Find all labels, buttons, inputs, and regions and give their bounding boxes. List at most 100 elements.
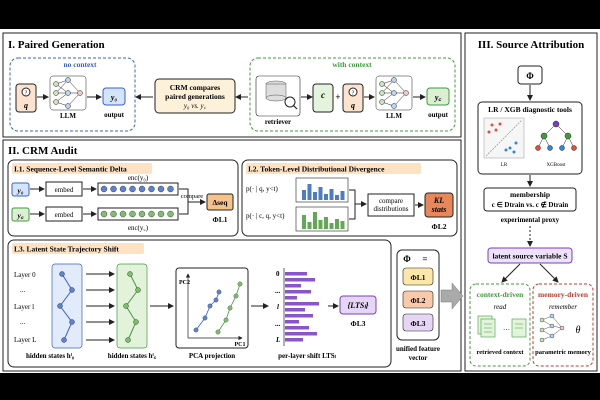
token-bar xyxy=(335,195,339,200)
crm-line1: CRM compares xyxy=(170,83,221,92)
layer-label-L: Layer L xyxy=(14,336,36,344)
document-stack-icon: … xyxy=(477,315,527,338)
output-y0 xyxy=(102,87,126,106)
l1-title-bg xyxy=(12,163,152,174)
embedding-dot xyxy=(138,210,146,218)
l1-yc-chip xyxy=(11,207,30,222)
l1-yc: y꜀ xyxy=(17,211,24,220)
pca-label: PCA projection xyxy=(189,352,235,360)
embed-label-yc: embed xyxy=(55,211,74,219)
unified-phi2: ΦL2 xyxy=(411,296,426,305)
l2-title: I.2. Token-Level Distributional Divergen… xyxy=(248,165,385,174)
token-bar xyxy=(307,222,312,229)
shift-bar xyxy=(285,326,309,330)
compare-distributions-box xyxy=(367,193,415,217)
embedding-vector-y0 xyxy=(97,182,179,196)
latent-source-variable-label: latent source variable S xyxy=(492,252,567,261)
per-layer-shift-chart: 0 ... l ... L xyxy=(275,268,319,346)
section-title-paired: I. Paired Generation xyxy=(8,39,105,51)
attribution-phi: Φ xyxy=(526,71,534,81)
l3-title-bg xyxy=(12,243,144,254)
phi-l3-label: ΦL3 xyxy=(351,319,366,328)
retrieved-context-label: retrieved context xyxy=(477,349,525,356)
l3-box xyxy=(7,239,392,368)
token-bar xyxy=(324,194,328,200)
token-bar xyxy=(324,217,328,229)
embedding-dot xyxy=(148,210,155,218)
l1-box xyxy=(7,159,239,237)
l2-title-bg xyxy=(246,163,421,174)
enc-y0-label: enc(y₀) xyxy=(128,174,149,182)
context-driven-label: context-driven xyxy=(477,290,524,299)
shift-label-l: l xyxy=(277,303,279,311)
output-label: output xyxy=(104,111,125,119)
lr-label: LR xyxy=(501,163,508,168)
context-card xyxy=(312,83,334,113)
phi-l1-label: ΦL1 xyxy=(213,215,228,224)
shift-bar xyxy=(285,338,303,342)
l3-title: L3. Latent State Trajectory Shift xyxy=(14,245,119,254)
embedding-dot xyxy=(100,185,108,193)
embedding-dot xyxy=(157,210,165,218)
hidden-states-h0-column xyxy=(51,263,83,349)
llm-network-icon xyxy=(49,75,87,111)
embedding-dot xyxy=(167,185,174,193)
llm-label-context: LLM xyxy=(386,112,402,120)
unified-eq: = xyxy=(422,254,427,264)
crm-line2: paired generations xyxy=(165,92,225,101)
svg-text:?: ? xyxy=(25,91,28,97)
kl-label: KL xyxy=(433,196,444,205)
query-card-context xyxy=(342,83,364,113)
output-label-context: output xyxy=(428,111,449,119)
unified-phi3: ΦL3 xyxy=(411,319,426,328)
read-label: read xyxy=(494,303,507,311)
token-bar xyxy=(335,219,339,229)
xgb-tree-icon xyxy=(535,120,577,151)
shift-label-dots2: ... xyxy=(275,320,281,328)
shift-bar xyxy=(285,302,319,306)
embedding-dot xyxy=(110,210,117,218)
embedding-dots-yc xyxy=(100,210,174,218)
trajectory-points-hc xyxy=(123,271,141,343)
yc-label: y꜀ xyxy=(434,93,443,102)
layer-label-dots2: ... xyxy=(20,318,26,326)
shift-bar xyxy=(285,290,311,294)
phi-l1-chip xyxy=(402,267,434,286)
phi-l2-label: ΦL2 xyxy=(432,222,447,231)
unified-label-line1: unified feature xyxy=(396,345,440,353)
shift-bar xyxy=(285,278,315,282)
embed-box-yc xyxy=(45,206,83,222)
layer-label-l: Layer l xyxy=(14,303,34,311)
layer-label-0: Layer 0 xyxy=(14,271,36,279)
llm-label: LLM xyxy=(60,112,76,120)
y0-label: y₀ xyxy=(110,93,118,102)
pca-points-h0 xyxy=(193,289,222,333)
plus-sign: + xyxy=(335,92,340,102)
attribution-phi-box xyxy=(517,65,543,85)
pc1-axis-label: PC1 xyxy=(235,342,246,348)
embed-label-y0: embed xyxy=(55,186,74,194)
token-bar xyxy=(302,215,306,229)
section-title-crm: II. CRM Audit xyxy=(8,145,78,157)
compare-label-l1: compare xyxy=(181,193,203,200)
trajectory-points-h0 xyxy=(57,271,75,343)
embedding-dot xyxy=(119,185,127,193)
section-title-attribution: III. Source Attribution xyxy=(478,39,584,51)
question-icon xyxy=(21,87,31,97)
memory-driven-label: memory-driven xyxy=(538,290,589,299)
lr-scatter-points xyxy=(487,122,518,154)
p-top-label: p(· | q, y<t) xyxy=(246,185,278,193)
unified-label-line2: vector xyxy=(409,354,428,362)
question-icon-context xyxy=(348,87,358,97)
l1-y0: y₀ xyxy=(17,186,24,195)
svg-text:…: … xyxy=(503,324,510,332)
hidden-states-hc-label: hidden states hˡ꜀ xyxy=(108,352,157,360)
pca-plot xyxy=(175,267,249,349)
output-yc xyxy=(426,87,450,106)
parametric-memory-label: parametric memory xyxy=(535,349,592,356)
embedding-dot xyxy=(129,210,136,218)
kl-stats-box xyxy=(424,192,454,218)
experimental-proxy-label: experimental proxy xyxy=(501,216,560,224)
stats-label: stats xyxy=(431,205,447,214)
